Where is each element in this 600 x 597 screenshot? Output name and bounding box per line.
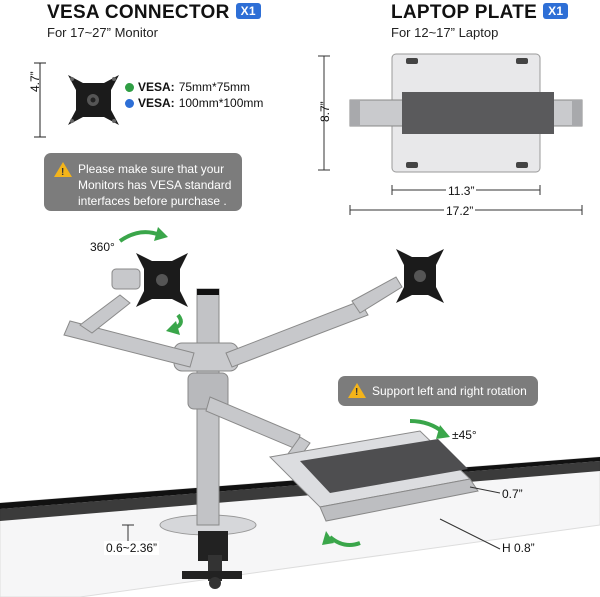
laptop-outer-width: 17.2”	[444, 204, 476, 218]
vesa-title: VESA CONNECTOR X1	[47, 2, 261, 24]
vesa-subtitle: For 17~27” Monitor	[47, 25, 158, 40]
laptop-inner-width: 11.3”	[446, 184, 477, 198]
laptop-title-text: LAPTOP PLATE	[391, 2, 538, 23]
rotation-360-label: 360°	[90, 240, 115, 254]
blue-dot-icon	[125, 98, 134, 108]
rotation-note-box: ! Support left and right rotation	[338, 376, 538, 406]
vesa-height-label: 4.7”	[28, 71, 42, 92]
vesa-spec-100-label: VESA:	[138, 96, 175, 110]
warning-icon: !	[348, 383, 366, 398]
vesa-spec-100: VESA:100mm*100mm	[125, 96, 263, 110]
laptop-height-label: 8.7”	[318, 101, 332, 122]
vesa-badge: X1	[235, 3, 261, 19]
clamp-range-label: 0.6~2.36”	[104, 541, 160, 555]
green-dot-icon	[125, 82, 134, 92]
lip-height-label: 0.7”	[502, 487, 523, 501]
vesa-note-text: Please make sure that your Monitors has …	[78, 162, 232, 208]
vesa-plate-diagram	[34, 62, 119, 138]
vesa-spec-75-label: VESA:	[138, 80, 175, 94]
vesa-title-text: VESA CONNECTOR	[47, 2, 230, 23]
vesa-spec-100-value: 100mm*100mm	[178, 96, 264, 110]
warning-icon: !	[54, 162, 72, 178]
laptop-subtitle: For 12~17” Laptop	[391, 25, 499, 40]
tilt-45-label: ±45°	[452, 428, 477, 442]
rotation-note-text: Support left and right rotation	[372, 384, 527, 398]
vesa-note-box: ! Please make sure that your Monitors ha…	[44, 153, 242, 211]
laptop-badge: X1	[543, 3, 569, 19]
plate-height-label: H 0.8”	[502, 541, 535, 555]
vesa-spec-75: VESA:75mm*75mm	[125, 80, 250, 94]
vesa-spec-75-value: 75mm*75mm	[178, 80, 251, 94]
mount-assembly-illustration	[0, 227, 600, 597]
laptop-title: LAPTOP PLATE X1	[391, 2, 569, 24]
laptop-plate-diagram	[318, 53, 583, 215]
